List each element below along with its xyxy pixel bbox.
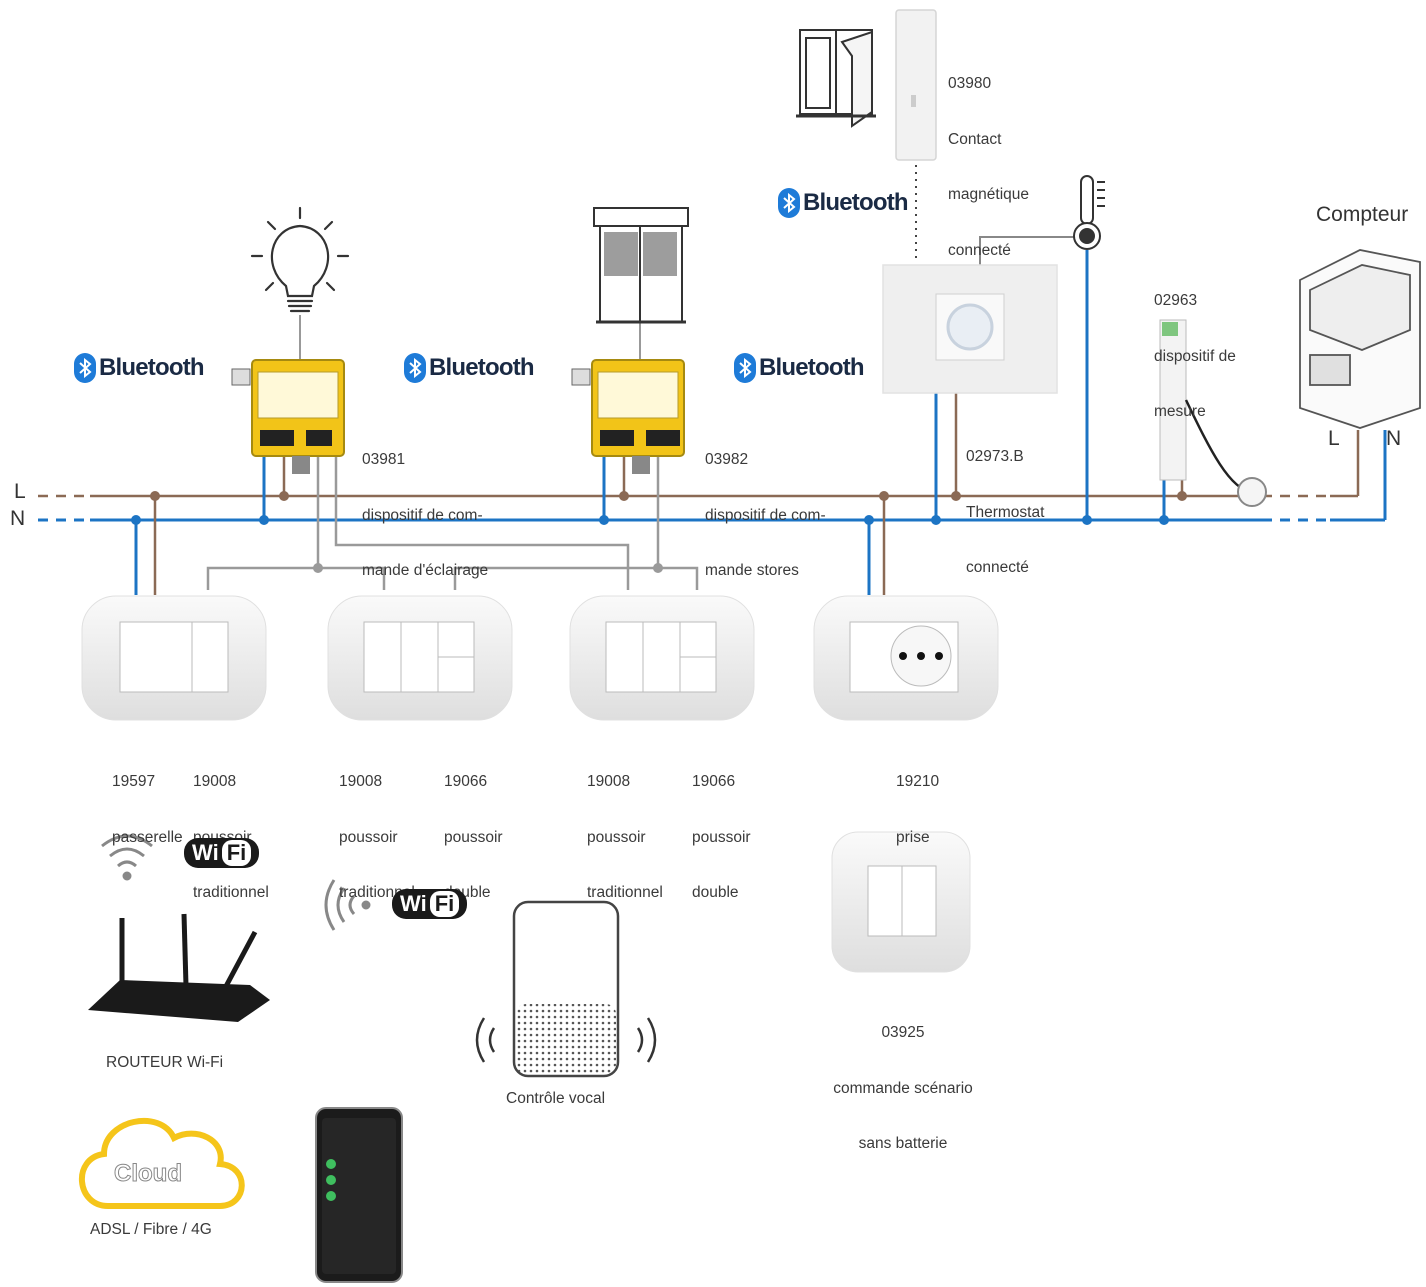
bluetooth-badge-1: Bluetooth (74, 353, 205, 383)
thermometer-icon (1073, 175, 1105, 250)
window-icon (796, 29, 876, 128)
bluetooth-badge-3: Bluetooth (734, 353, 865, 383)
label-scenario: 03925 commande scénario sans batterie (826, 987, 980, 1172)
label-voice: Contrôle vocal (506, 1090, 606, 1107)
desc: mande stores (705, 562, 799, 579)
cloud-icon (78, 1117, 245, 1209)
label-meter-device: 02963 dispositif de mesure (1154, 255, 1236, 440)
plates (81, 595, 999, 721)
bluetooth-icon (74, 353, 96, 383)
label-contact: 03980 Contact magnétique connecté (948, 38, 1029, 279)
smartphone-icon (315, 1107, 403, 1283)
electricity-meter (1299, 249, 1421, 429)
blinds-window-icon (593, 207, 689, 324)
line-label-live: L (14, 480, 26, 503)
cloud-word: Cloud (114, 1160, 183, 1188)
label-lighting-module: 03981 dispositif de com- mande d'éclaira… (362, 414, 488, 599)
bluetooth-label: Bluetooth (429, 354, 535, 381)
desc: poussoir (339, 828, 398, 846)
desc: double (692, 884, 739, 901)
label-plate-1a: 19597 passerelle (112, 736, 183, 866)
label-plate-3b: 19066 poussoir double (692, 736, 751, 921)
wifi-wi: Wi (400, 891, 427, 916)
desc: commande scénario (833, 1079, 973, 1097)
smart-speaker-icon (475, 900, 657, 1078)
label-thermostat: 02973.B Thermostat connecté (966, 411, 1044, 596)
desc: traditionnel (193, 884, 269, 901)
bluetooth-badge-2: Bluetooth (404, 353, 535, 383)
desc: dispositif de (1154, 347, 1236, 365)
bluetooth-label: Bluetooth (759, 354, 865, 381)
code: 02963 (1154, 292, 1198, 309)
code: 19008 (339, 773, 383, 790)
bluetooth-icon (778, 188, 800, 218)
drop-wires (131, 165, 1187, 595)
bluetooth-badge-4: Bluetooth (778, 188, 909, 218)
desc: Contact (948, 130, 1002, 148)
code: 19066 (444, 773, 488, 790)
wifi-fi: Fi (221, 840, 252, 866)
router-icon (88, 913, 270, 1022)
code: 03980 (948, 75, 992, 92)
desc: mesure (1154, 403, 1206, 420)
wifi-signal-icon (101, 834, 153, 881)
bluetooth-label: Bluetooth (99, 354, 205, 381)
desc: connecté (966, 559, 1029, 576)
desc: magnétique (948, 186, 1030, 203)
label-cloud: ADSL / Fibre / 4G (90, 1221, 212, 1238)
code: 19597 (112, 773, 156, 790)
desc: sans batterie (858, 1135, 948, 1152)
label-router: ROUTEUR Wi-Fi (106, 1054, 224, 1071)
desc: poussoir (587, 828, 646, 846)
desc: dispositif de com- (705, 506, 826, 524)
line-label-neutral: N (10, 507, 26, 530)
wifi-wi: Wi (192, 840, 219, 865)
label-plate-1b: 19008 poussoir traditionnel (193, 736, 269, 921)
label-blinds-module: 03982 dispositif de com- mande stores (705, 414, 826, 599)
wifi-fi: Fi (429, 891, 460, 917)
code: 19210 (896, 773, 940, 790)
desc: dispositif de com- (362, 506, 483, 524)
code: 19008 (587, 773, 631, 790)
code: 19008 (193, 773, 237, 790)
wifi-signal-side-icon (324, 879, 371, 931)
desc: mande d'éclairage (362, 562, 489, 579)
light-bulb-icon (250, 206, 350, 313)
contact-sensor (895, 9, 937, 161)
label-plate-4: 19210 prise (896, 736, 939, 866)
bluetooth-icon (734, 353, 756, 383)
label-meter: Compteur (1316, 203, 1409, 226)
label-plate-3a: 19008 poussoir traditionnel (587, 736, 663, 921)
code: 03982 (705, 451, 749, 468)
desc: poussoir (444, 828, 503, 846)
bluetooth-label: Bluetooth (803, 189, 909, 216)
bluetooth-icon (404, 353, 426, 383)
desc: prise (896, 828, 930, 846)
code: 03981 (362, 451, 406, 468)
desc: poussoir (692, 828, 751, 846)
desc: traditionnel (587, 884, 663, 901)
label-plate-2a: 19008 poussoir traditionnel (339, 736, 415, 921)
lighting-module-03981 (231, 359, 345, 474)
desc: connecté (948, 241, 1011, 259)
scenario-plate (831, 831, 971, 973)
code: 19066 (692, 773, 736, 790)
din-meter-device (1159, 319, 1267, 507)
label-meter-L: L (1328, 427, 1340, 450)
blinds-module-03982 (571, 359, 685, 474)
code: 02973.B (966, 448, 1024, 465)
code: 03925 (881, 1024, 925, 1041)
desc: Thermostat (966, 503, 1045, 521)
label-meter-N: N (1386, 427, 1402, 450)
thermostat-device (882, 264, 1058, 394)
desc: passerelle (112, 828, 183, 846)
